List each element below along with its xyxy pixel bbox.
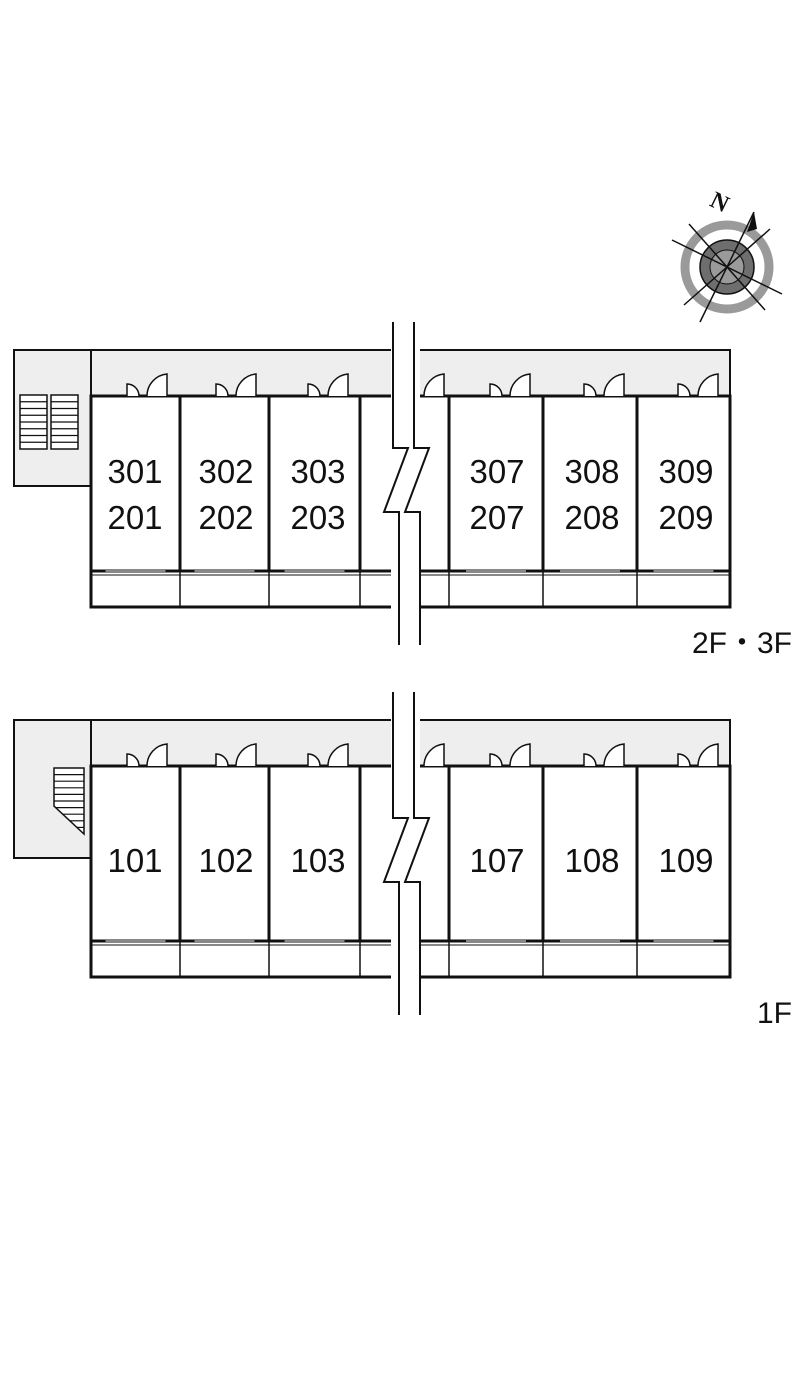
- unit-number: 302: [198, 453, 253, 490]
- break-line: [403, 692, 431, 1015]
- floor-label: 1F: [757, 997, 792, 1030]
- unit-number: 301: [107, 453, 162, 490]
- unit-number: 201: [107, 499, 162, 536]
- door-icon: [423, 373, 445, 397]
- door-icon: [489, 373, 531, 397]
- break-fill: [401, 885, 417, 1015]
- door-icon: [583, 373, 625, 397]
- unit-number: 203: [290, 499, 345, 536]
- unit-number: 103: [290, 842, 345, 879]
- door-icon: [307, 373, 349, 397]
- floor-upper: 301 201 302 202 303 203 307 207 308 208 309 209 2F・3…: [13, 322, 792, 660]
- break-line: [382, 692, 410, 1015]
- break-fill: [396, 692, 412, 812]
- unit-number: 207: [469, 499, 524, 536]
- floor-label: 2F・3F: [692, 627, 792, 660]
- compass-arrow-icon: [747, 212, 757, 232]
- floors: 301 201 302 202 303 203 307 207 308 208 309 209 2F・3…: [13, 322, 792, 1030]
- compass: N: [671, 187, 783, 323]
- floor-ground: 101 102 103 107 108 109 1F: [13, 692, 792, 1030]
- break-fill: [401, 515, 417, 645]
- compass-spokes: [671, 211, 783, 323]
- door-icon: [215, 743, 257, 767]
- stairs-icon: [19, 394, 48, 450]
- unit-number: 309: [658, 453, 713, 490]
- north-label: N: [706, 187, 734, 218]
- door-icon: [489, 743, 531, 767]
- unit-number: 308: [564, 453, 619, 490]
- stairs-icon: [53, 767, 85, 836]
- unit-number: 202: [198, 499, 253, 536]
- door-icon: [126, 743, 168, 767]
- unit-number: 109: [658, 842, 713, 879]
- door-icon: [423, 743, 445, 767]
- break-fill: [396, 322, 412, 442]
- compass-outer-ring: [680, 220, 774, 314]
- unit-number: 303: [290, 453, 345, 490]
- door-icon: [307, 743, 349, 767]
- door-icon: [583, 743, 625, 767]
- unit-number: 102: [198, 842, 253, 879]
- break-line: [382, 322, 410, 645]
- stairs-icon: [50, 394, 79, 450]
- unit-number: 208: [564, 499, 619, 536]
- unit-number: 209: [658, 499, 713, 536]
- door-icon: [677, 373, 719, 397]
- door-icon: [126, 373, 168, 397]
- door-icon: [677, 743, 719, 767]
- unit-number: 307: [469, 453, 524, 490]
- door-icon: [215, 373, 257, 397]
- unit-number: 101: [107, 842, 162, 879]
- unit-number: 107: [469, 842, 524, 879]
- unit-number: 108: [564, 842, 619, 879]
- break-line: [403, 322, 431, 645]
